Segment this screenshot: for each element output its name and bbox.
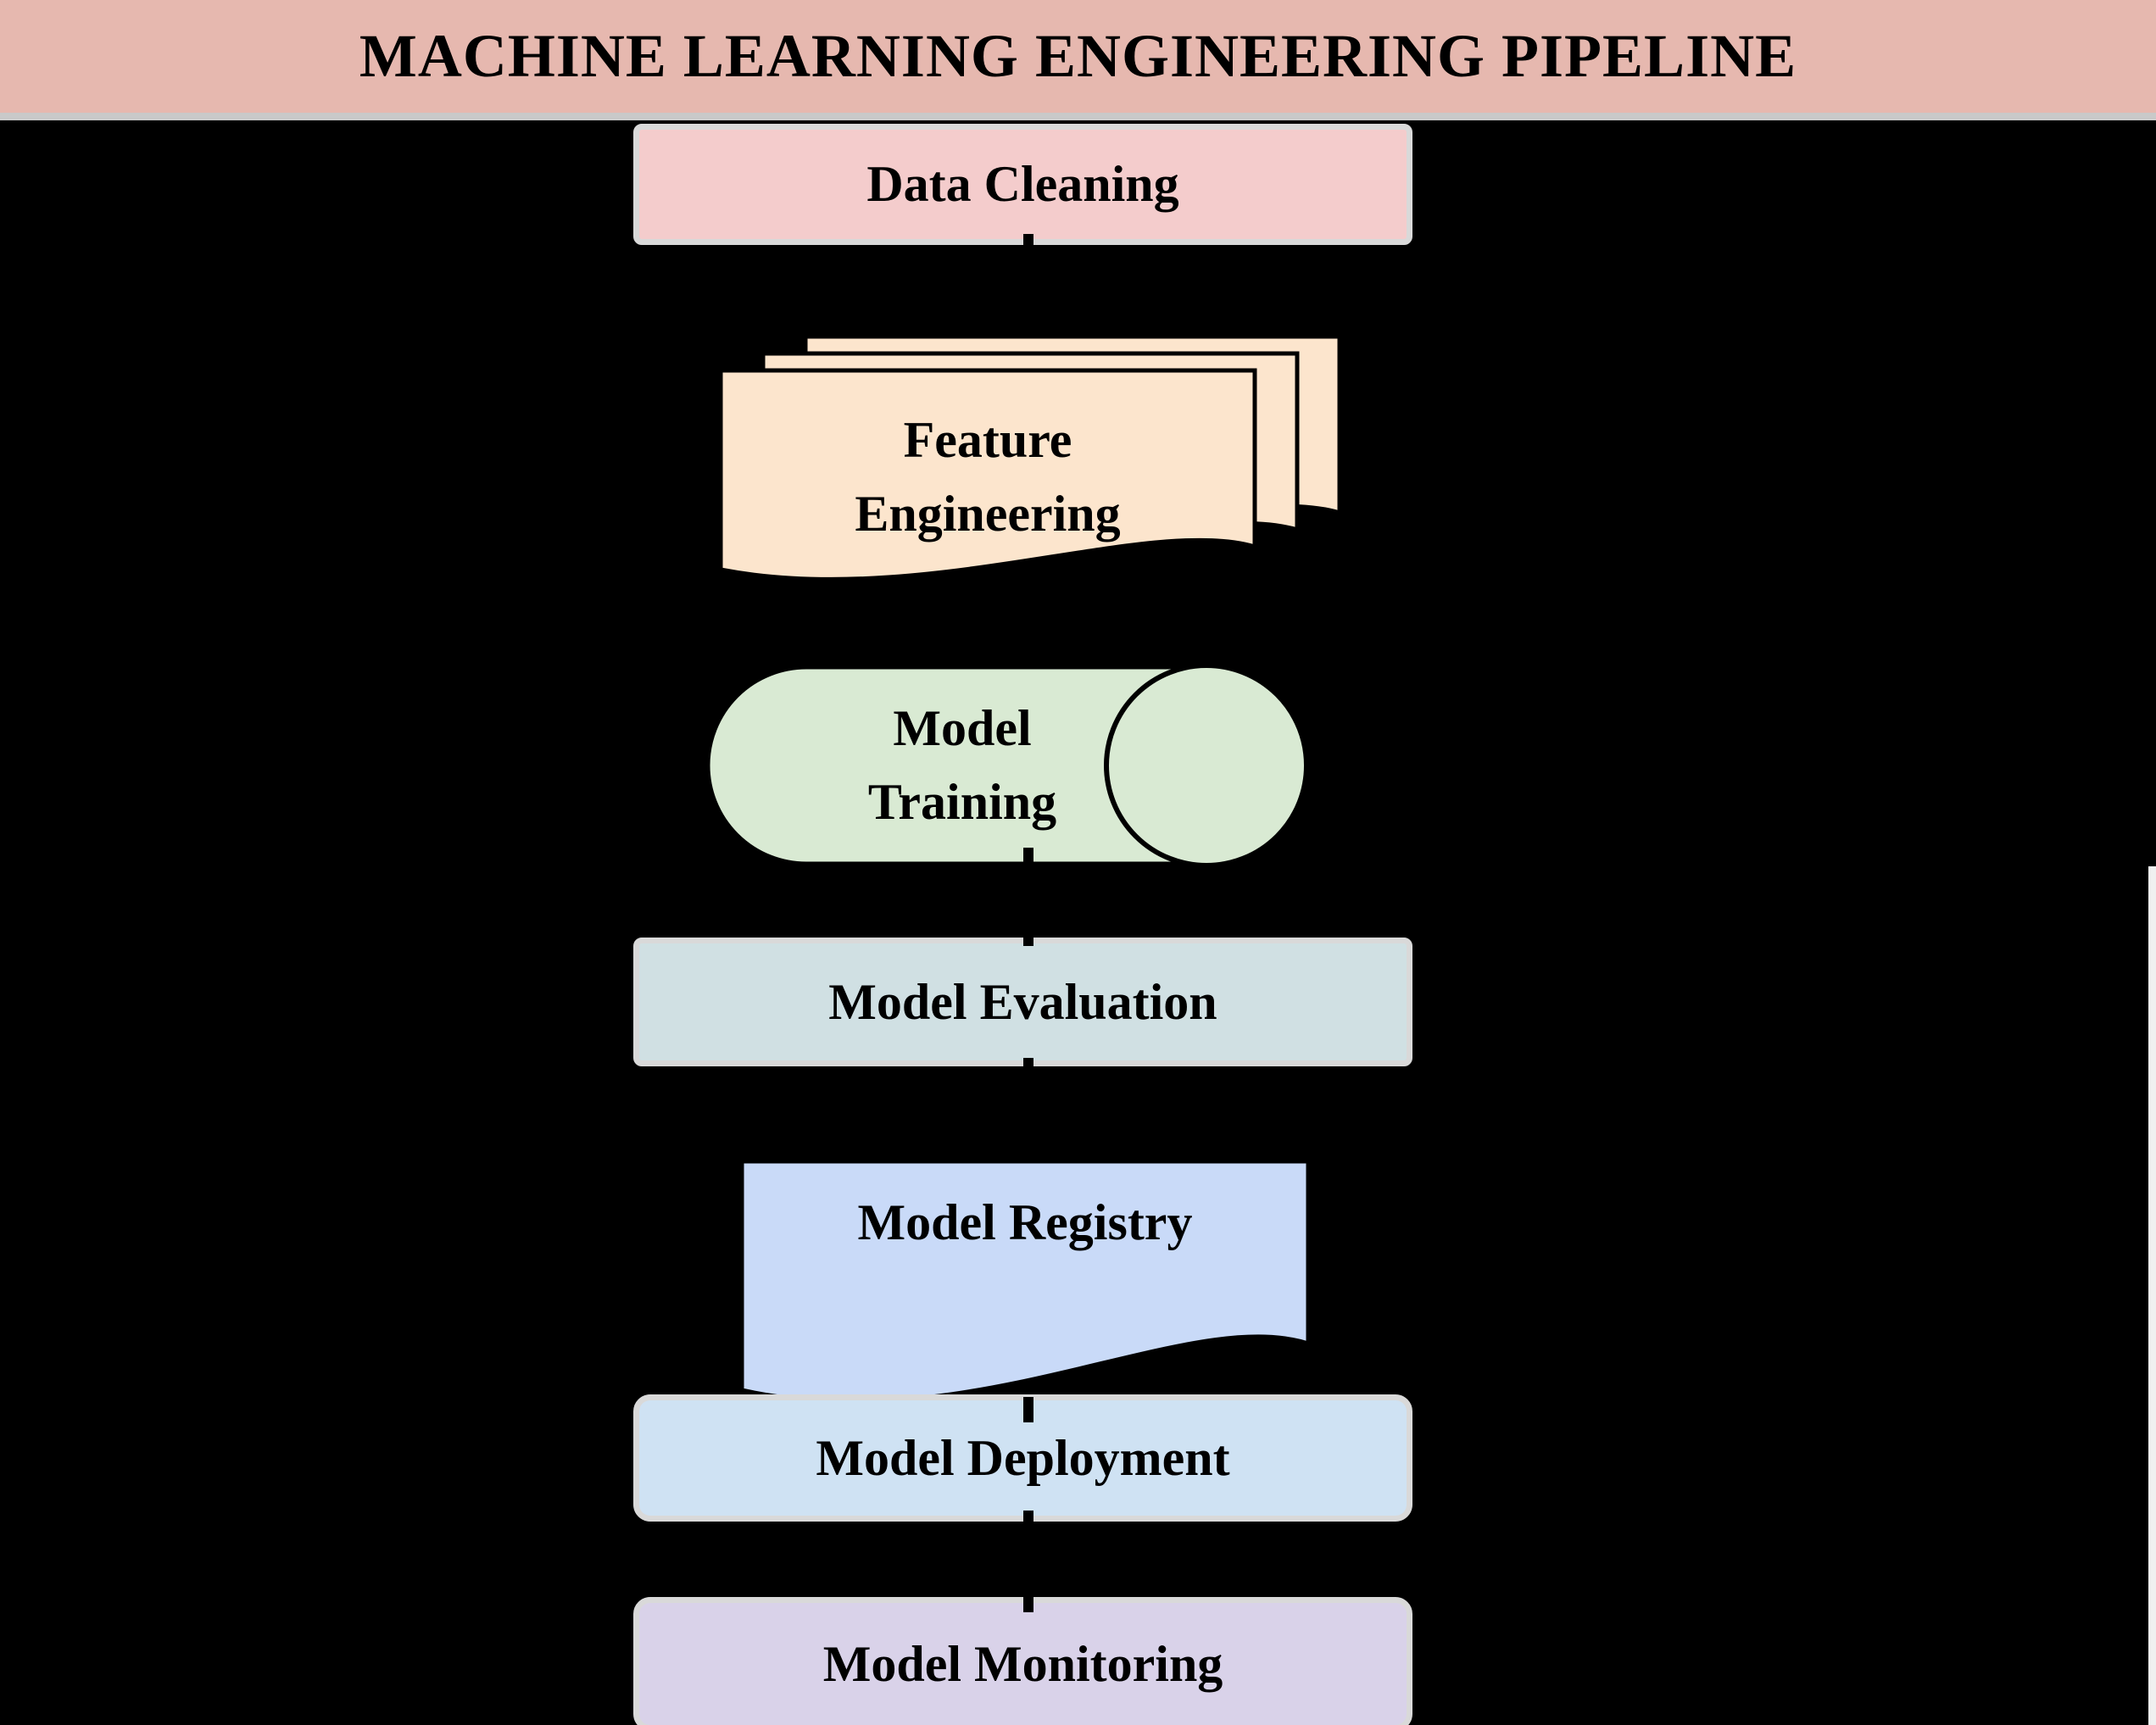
diagram-title-bar: MACHINE LEARNING ENGINEERING PIPELINE (0, 0, 2156, 113)
title-divider-line (0, 113, 2156, 120)
node-model-training-label: Model Training (867, 700, 1057, 830)
node-model-registry-label-box: Model Registry (742, 1163, 1308, 1282)
node-model-deployment-label: Model Deployment (816, 1429, 1230, 1486)
node-model-deployment: Model Deployment (633, 1394, 1412, 1522)
connector-stub (1023, 848, 1033, 870)
feature-engineering-doc-front (718, 368, 1257, 581)
model-training-cylinder-end (1104, 663, 1309, 868)
node-model-training-label-box: Model Training (708, 674, 1217, 857)
right-edge-strip (2148, 866, 2156, 1725)
node-feature-engineering-label-box: Feature Engineering (721, 381, 1255, 572)
connector-stub (1023, 926, 1033, 946)
diagram-title: MACHINE LEARNING ENGINEERING PIPELINE (359, 22, 1797, 90)
node-feature-engineering-label: Feature Engineering (855, 411, 1121, 542)
node-data-cleaning-label: Data Cleaning (866, 156, 1179, 212)
node-model-monitoring-label: Model Monitoring (822, 1635, 1223, 1692)
connector-stub (1023, 1058, 1033, 1078)
model-training-cylinder-body (705, 665, 1209, 866)
connector-stub (1023, 1590, 1033, 1612)
connector-stub (1023, 1511, 1033, 1531)
connector-stub (1023, 234, 1033, 258)
node-model-evaluation: Model Evaluation (633, 938, 1412, 1066)
connector-stub (1023, 1397, 1033, 1422)
node-data-cleaning: Data Cleaning (633, 124, 1412, 245)
node-model-evaluation-label: Model Evaluation (828, 973, 1217, 1030)
node-model-registry-label: Model Registry (857, 1194, 1193, 1250)
node-model-monitoring: Model Monitoring (633, 1597, 1412, 1725)
